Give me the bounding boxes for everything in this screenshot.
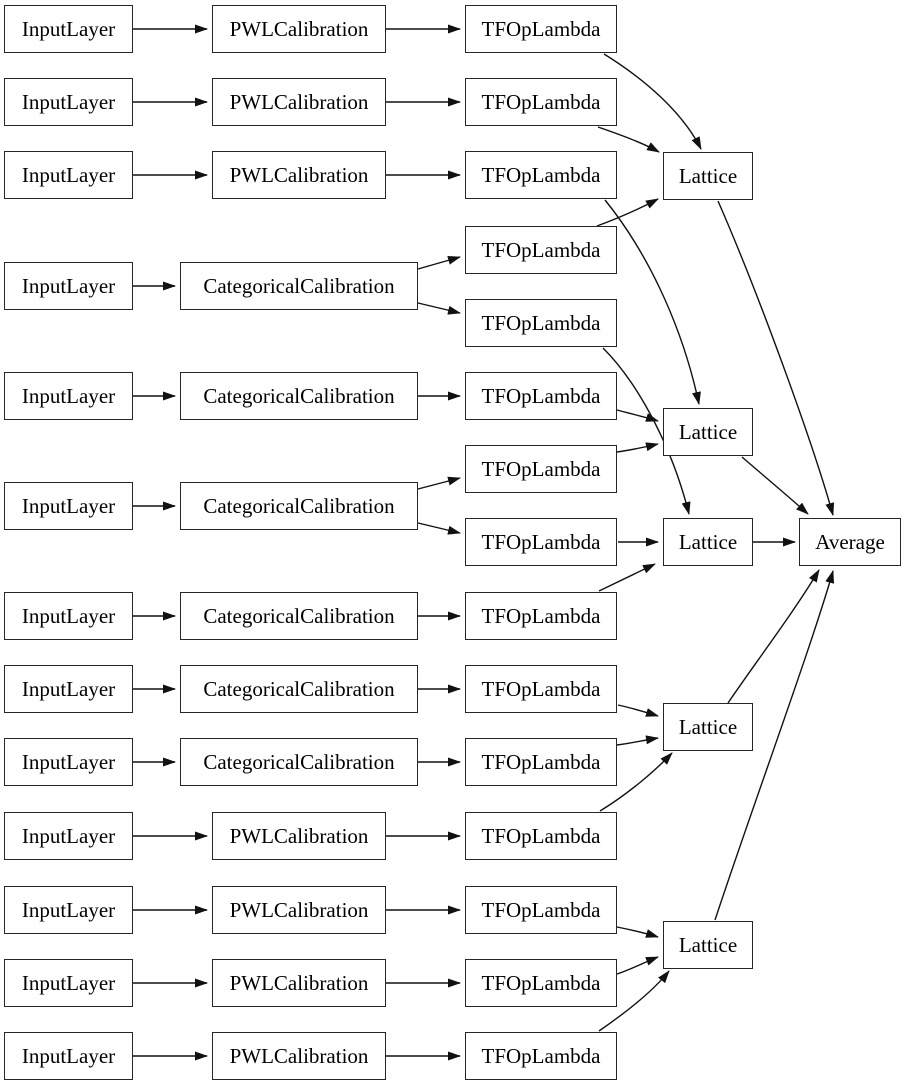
node-pwlcalibration-2: PWLCalibration <box>212 78 386 126</box>
edge-lattice2-average <box>741 456 809 515</box>
node-lattice-1: Lattice <box>663 152 753 200</box>
node-tfoplambda-5: TFOpLambda <box>465 299 617 347</box>
node-inputlayer-13: InputLayer <box>4 1032 133 1080</box>
node-inputlayer-6: InputLayer <box>4 482 133 530</box>
edge-tfop12-lattice4 <box>599 752 673 812</box>
node-pwlcalibration-5: PWLCalibration <box>212 886 386 934</box>
edge-cat3-tfop8 <box>417 522 461 535</box>
node-pwlcalibration-4: PWLCalibration <box>212 812 386 860</box>
edge-lattice1-average <box>717 200 835 516</box>
node-inputlayer-11: InputLayer <box>4 886 133 934</box>
edge-cat1-tfop5 <box>417 302 461 315</box>
node-tfoplambda-6: TFOpLambda <box>465 372 617 420</box>
edge-tfop2-lattice1 <box>597 126 660 153</box>
node-tfoplambda-13: TFOpLambda <box>465 886 617 934</box>
node-pwlcalibration-6: PWLCalibration <box>212 959 386 1007</box>
node-inputlayer-10: InputLayer <box>4 812 133 860</box>
edge-tfop13-lattice5 <box>616 926 659 938</box>
edge-tfop1-lattice1 <box>603 53 702 150</box>
node-categoricalcalibration-4: CategoricalCalibration <box>180 592 418 640</box>
node-inputlayer-2: InputLayer <box>4 78 133 126</box>
node-tfoplambda-3: TFOpLambda <box>465 151 617 199</box>
edge-tfop9-lattice3 <box>598 563 656 592</box>
node-inputlayer-9: InputLayer <box>4 738 133 786</box>
node-pwlcalibration-3: PWLCalibration <box>212 151 386 199</box>
node-categoricalcalibration-6: CategoricalCalibration <box>180 738 418 786</box>
node-tfoplambda-12: TFOpLambda <box>465 812 617 860</box>
node-inputlayer-5: InputLayer <box>4 372 133 420</box>
node-categoricalcalibration-1: CategoricalCalibration <box>180 262 418 310</box>
edge-lattice4-average <box>727 569 820 704</box>
node-categoricalcalibration-5: CategoricalCalibration <box>180 665 418 713</box>
node-inputlayer-12: InputLayer <box>4 959 133 1007</box>
node-tfoplambda-7: TFOpLambda <box>465 445 617 493</box>
node-tfoplambda-14: TFOpLambda <box>465 959 617 1007</box>
node-categoricalcalibration-2: CategoricalCalibration <box>180 372 418 420</box>
edge-tfop15-lattice5 <box>598 970 670 1032</box>
node-inputlayer-8: InputLayer <box>4 665 133 713</box>
edge-tfop5-lattice3 <box>602 347 691 515</box>
node-inputlayer-1: InputLayer <box>4 5 133 53</box>
node-tfoplambda-1: TFOpLambda <box>465 5 617 53</box>
edge-tfop6-lattice2 <box>616 409 659 422</box>
node-average: Average <box>799 518 901 566</box>
node-inputlayer-3: InputLayer <box>4 151 133 199</box>
node-inputlayer-4: InputLayer <box>4 262 133 310</box>
edge-tfop14-lattice5 <box>616 956 659 975</box>
edge-cat3-tfop7 <box>417 476 461 490</box>
edge-lattice5-average <box>714 570 835 921</box>
node-lattice-5: Lattice <box>663 921 753 969</box>
node-categoricalcalibration-3: CategoricalCalibration <box>180 482 418 530</box>
node-tfoplambda-9: TFOpLambda <box>465 592 617 640</box>
node-tfoplambda-15: TFOpLambda <box>465 1032 617 1080</box>
node-pwlcalibration-1: PWLCalibration <box>212 5 386 53</box>
node-lattice-3: Lattice <box>663 518 753 566</box>
node-tfoplambda-2: TFOpLambda <box>465 78 617 126</box>
node-inputlayer-7: InputLayer <box>4 592 133 640</box>
edge-tfop4-lattice1 <box>596 198 659 227</box>
node-pwlcalibration-7: PWLCalibration <box>212 1032 386 1080</box>
edge-tfop3-lattice2 <box>604 199 701 405</box>
node-tfoplambda-10: TFOpLambda <box>465 665 617 713</box>
edge-tfop10-lattice4 <box>617 704 659 717</box>
edge-cat1-tfop4 <box>417 255 461 270</box>
node-tfoplambda-11: TFOpLambda <box>465 738 617 786</box>
edge-tfop7-lattice2 <box>616 442 659 453</box>
node-lattice-2: Lattice <box>663 408 753 456</box>
node-lattice-4: Lattice <box>663 703 753 751</box>
node-tfoplambda-4: TFOpLambda <box>465 226 617 274</box>
node-tfoplambda-8: TFOpLambda <box>465 518 617 566</box>
edge-tfop11-lattice4 <box>616 735 659 746</box>
